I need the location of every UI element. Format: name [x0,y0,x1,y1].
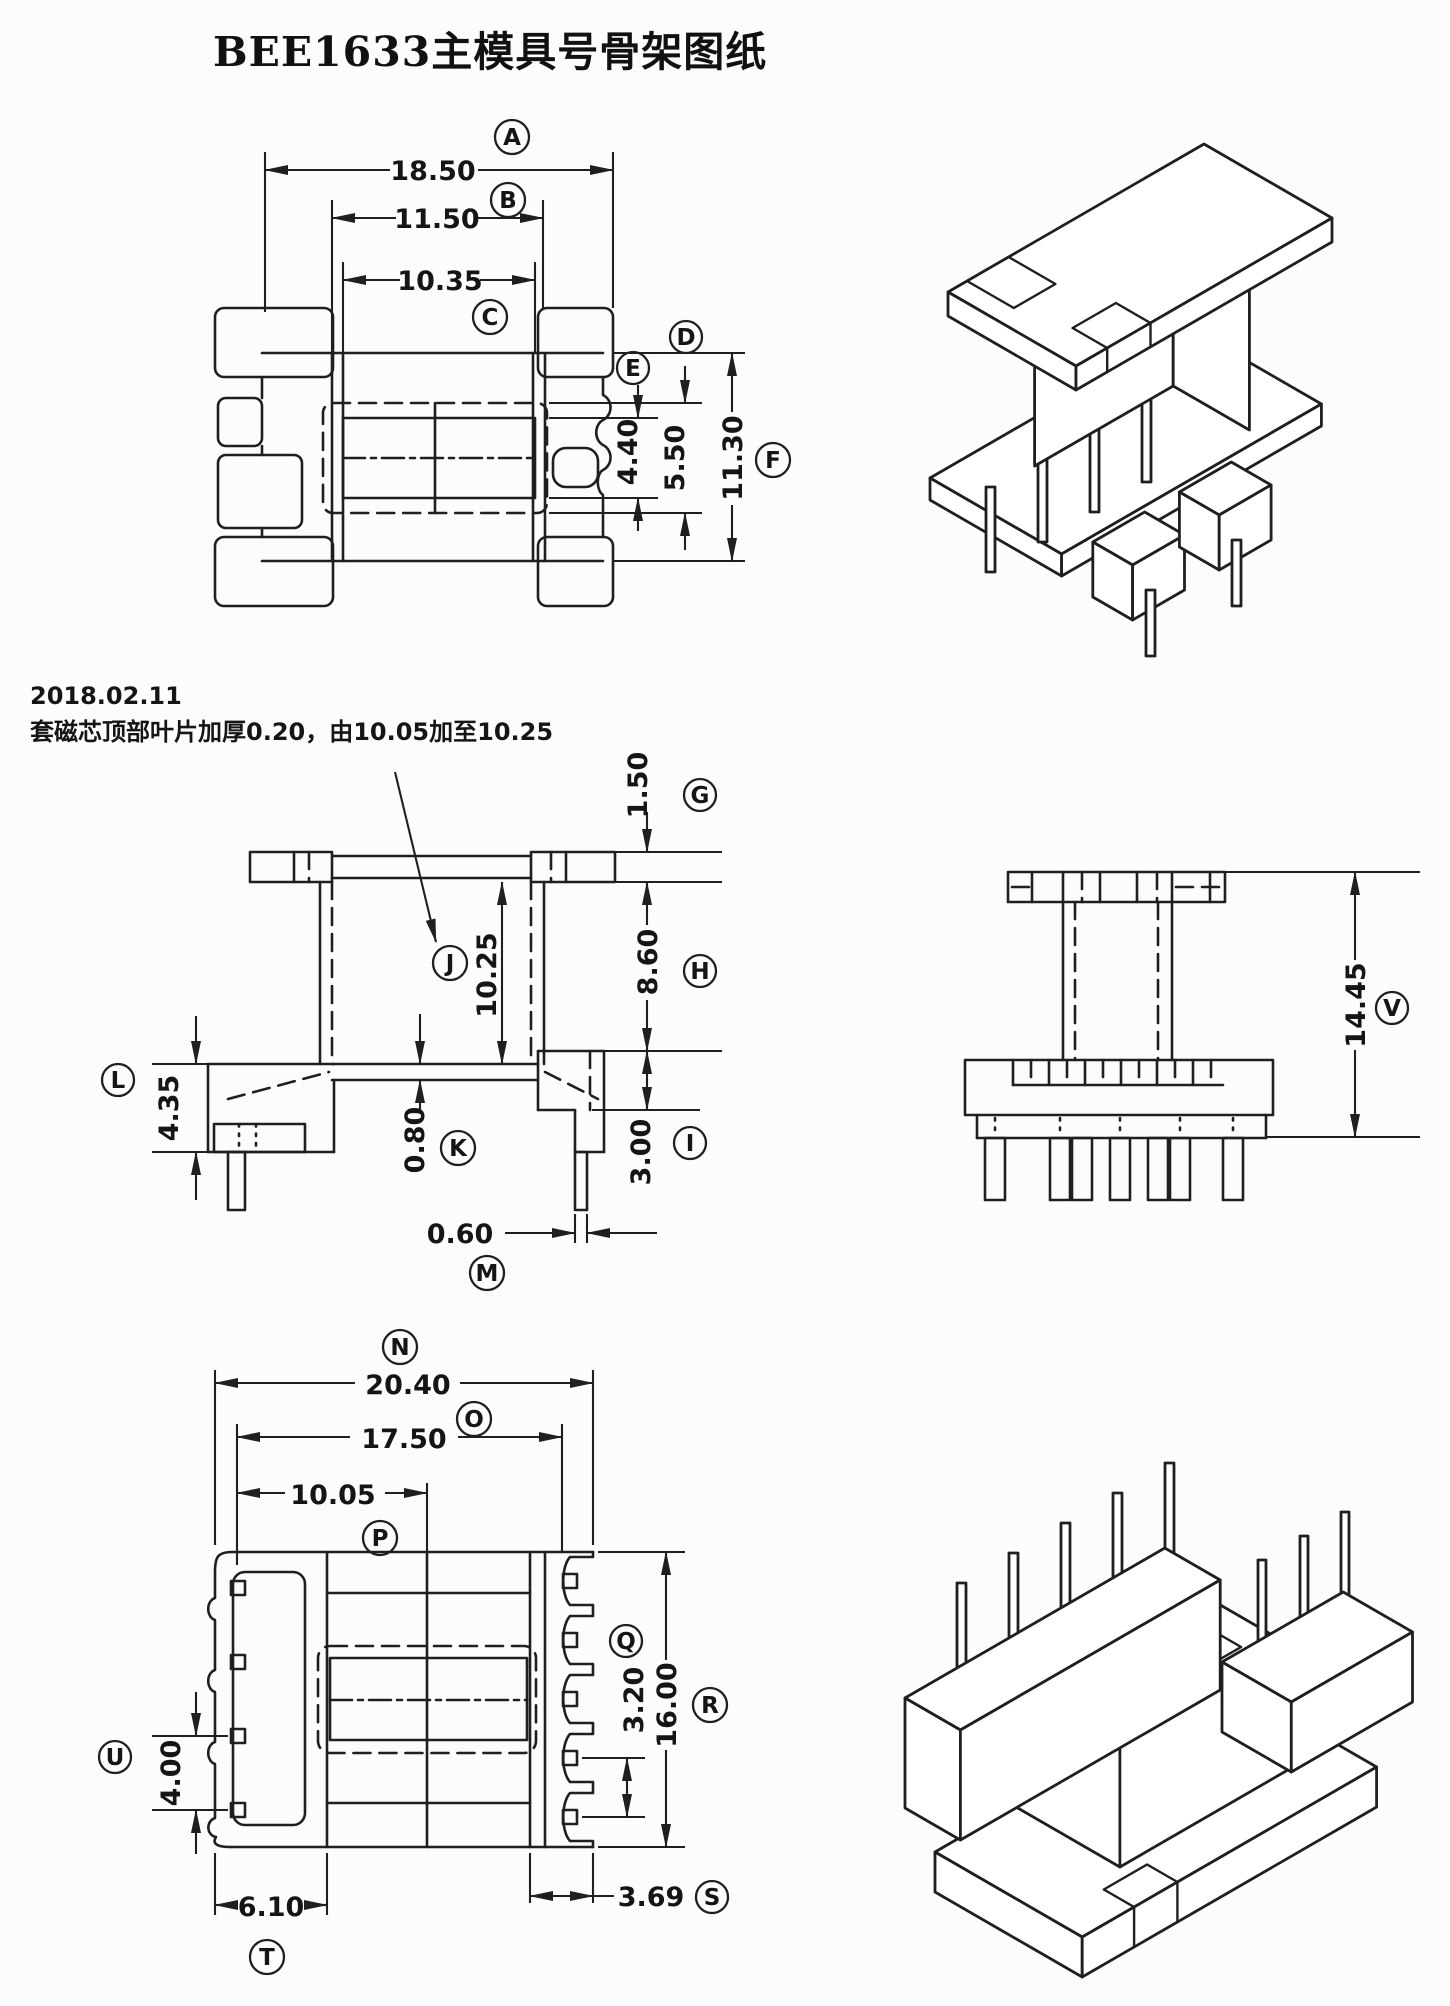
dim-O-value: 17.50 [361,1424,446,1455]
dim-U-value: 4.00 [156,1740,187,1807]
dim-F-letter: F [765,448,781,474]
dim-L-value: 4.35 [154,1075,185,1142]
dim-B-letter: B [499,188,517,214]
dim-B-value: 11.50 [394,204,479,235]
dim-G-letter: G [691,783,710,809]
dim-T-value: 6.10 [238,1892,305,1923]
dim-S-letter: S [704,1885,721,1911]
dim-I-letter: I [686,1131,695,1157]
dim-P-value: 10.05 [290,1480,375,1511]
dimension-M: 0.60 M [427,1214,657,1292]
revision-text: 套磁芯顶部叶片加厚0.20，由10.05加至10.25 [30,718,554,746]
dimension-H: 8.60 H [604,881,722,1053]
dim-T-letter: T [259,1945,275,1971]
dimension-J: 10.25 J [431,881,507,1065]
dim-D-letter: D [676,325,695,351]
dim-K-value: 0.80 [400,1107,431,1174]
dimension-V: 14.45 V [1225,870,1420,1139]
dim-N-value: 20.40 [365,1370,450,1401]
front-view-geometry [206,850,617,1212]
dim-R-value: 16.00 [652,1662,683,1747]
dim-K-letter: K [449,1136,468,1162]
dimension-L: 4.35 L [100,1016,208,1200]
dimension-D: 5.50 D [549,319,704,550]
top-view-geometry [213,306,615,608]
dim-G-value: 1.50 [623,752,654,819]
drawing-title: BEE1633主模具号骨架图纸 [213,28,768,76]
dim-L-letter: L [111,1068,126,1094]
isometric-view-bottom [903,1461,1414,1979]
dim-S-value: 3.69 [618,1882,685,1913]
dimension-R: 16.00 R [598,1550,729,1849]
dim-P-letter: P [372,1526,389,1552]
side-view: 14.45 V [963,870,1420,1202]
bottom-view: 20.40 N 17.50 O 10.05 P 4.00 U 6.10 [97,1328,730,1976]
dim-Q-value: 3.20 [619,1667,650,1734]
dim-M-letter: M [476,1261,499,1287]
dimension-U: 4.00 U [97,1692,228,1854]
dim-H-value: 8.60 [633,929,664,996]
dimension-I: 3.00 I [592,1050,708,1186]
side-view-geometry [963,870,1275,1202]
dimension-F: 11.30 F [613,351,792,563]
dim-H-letter: H [690,959,709,985]
dim-M-value: 0.60 [427,1219,494,1250]
dimension-T: 6.10 T [213,1853,329,1976]
dim-Q-letter: Q [616,1629,636,1655]
dim-A-letter: A [503,125,521,151]
isometric-view-top [928,142,1334,658]
dim-D-value: 5.50 [660,425,691,492]
dim-C-value: 10.35 [397,266,482,297]
front-view: 1.50 G 8.60 H 3.00 I 10.25 J 0.80 K [100,752,722,1292]
revision-note: 2018.02.11 套磁芯顶部叶片加厚0.20，由10.05加至10.25 [30,682,553,747]
dim-C-letter: C [482,305,499,331]
bottom-view-geometry [206,1550,595,1849]
dim-A-value: 18.50 [390,156,475,187]
dim-J-value: 10.25 [472,932,503,1017]
dimension-S: 3.69 S [528,1853,730,1915]
dim-R-letter: R [701,1693,719,1719]
note-leader-arrow [393,771,438,943]
dim-V-letter: V [1383,996,1401,1022]
top-view: 18.50 A 11.50 B 10.35 C 4.40 E 5.50 [213,118,792,608]
revision-date: 2018.02.11 [30,682,182,710]
dimension-G: 1.50 G [615,752,722,884]
dimension-E: 4.40 E [549,350,658,531]
dim-O-letter: O [464,1407,484,1433]
dim-V-value: 14.45 [1341,962,1372,1047]
dim-E-letter: E [625,356,641,382]
dim-J-letter: J [444,951,455,977]
dim-F-value: 11.30 [718,415,749,500]
dimension-P: 10.05 P [236,1480,429,1557]
dim-N-letter: N [390,1335,409,1361]
dimension-N: 20.40 N [213,1328,595,1545]
dimension-B: 11.50 B [330,181,545,353]
dimension-Q: 3.20 Q [582,1623,650,1819]
dimension-A: 18.50 A [263,118,615,312]
dimension-K: 0.80 K [400,1014,477,1174]
dim-E-value: 4.40 [613,419,644,486]
dim-I-value: 3.00 [626,1119,657,1186]
dim-U-letter: U [106,1745,125,1771]
dimension-C: 10.35 C [341,262,537,353]
dimension-O: 17.50 O [235,1400,564,1565]
